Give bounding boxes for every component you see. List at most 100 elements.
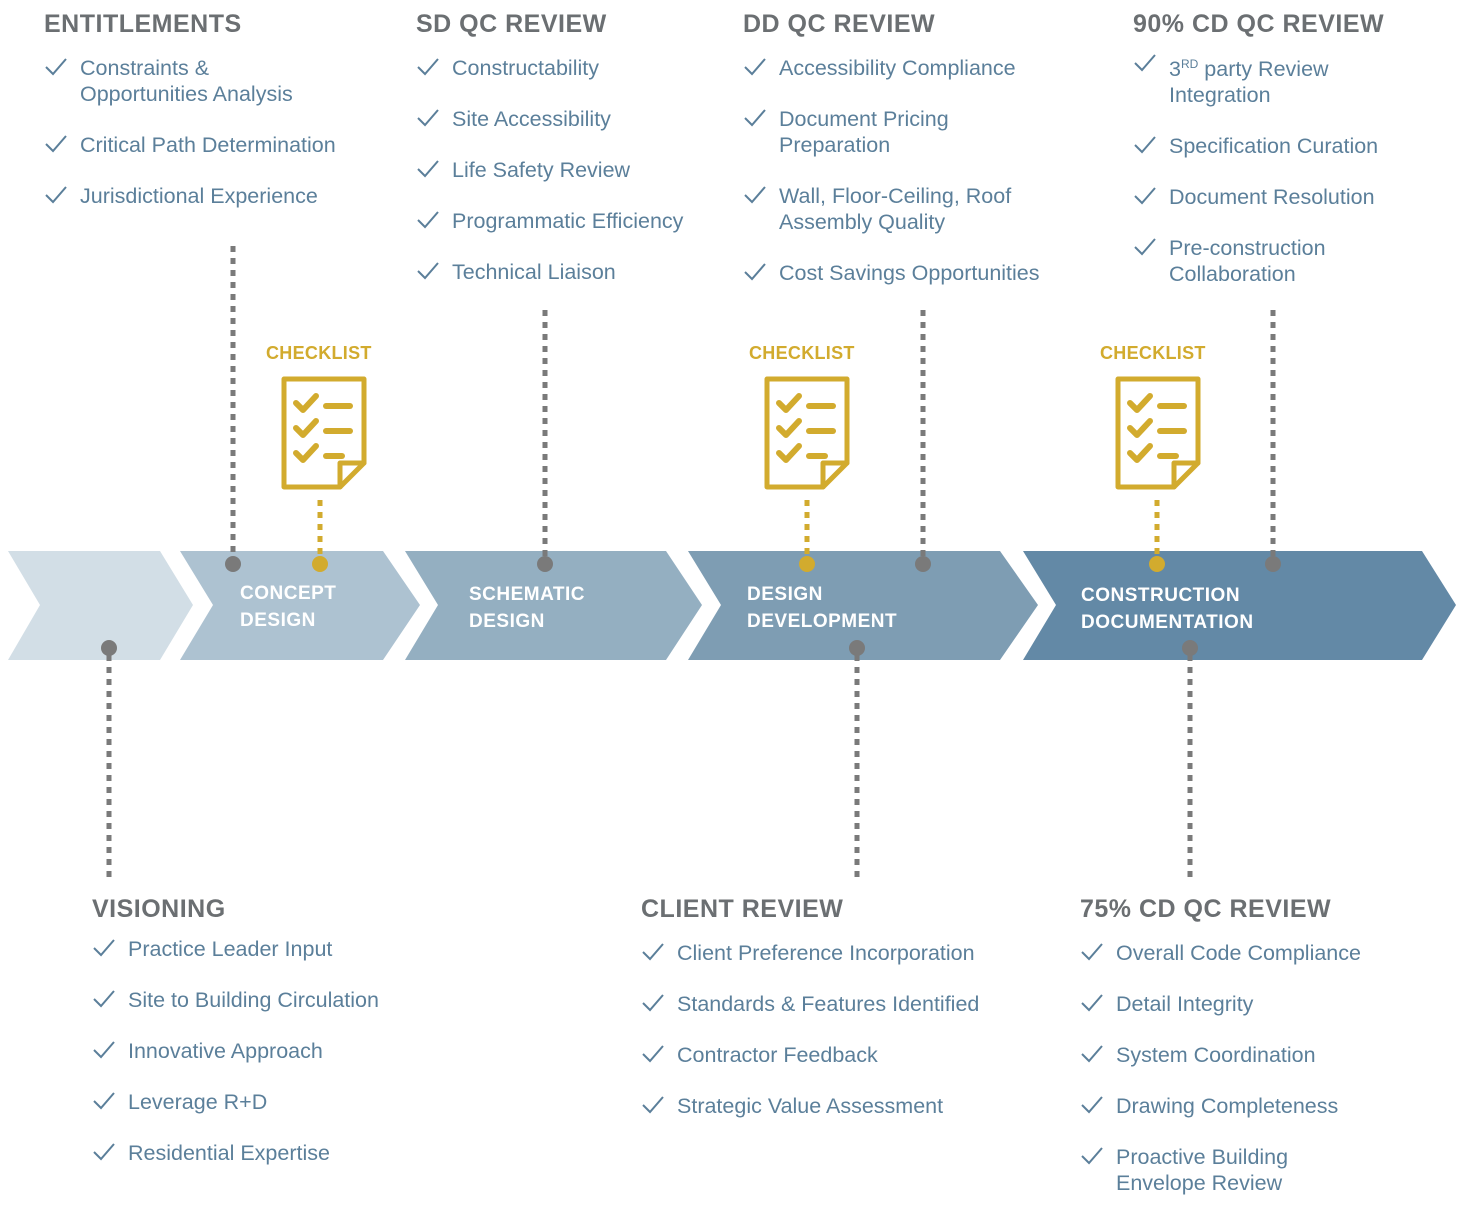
list-item: Site Accessibility (416, 106, 683, 132)
checkmark-icon (93, 990, 115, 1008)
ordinal-number: 3 (1169, 57, 1181, 82)
section-sd-qc-review: SD QC REVIEW Constructability Site Acces… (416, 10, 683, 310)
section-title: VISIONING (92, 895, 226, 923)
section-title: CLIENT REVIEW (641, 895, 844, 923)
list-item: Standards & Features Identified (641, 991, 979, 1017)
section-title: ENTITLEMENTS (44, 10, 242, 38)
stage-design-development-chevron (688, 551, 1038, 660)
process-timeline-diagram (8, 246, 1456, 880)
checkmark-icon (642, 943, 664, 961)
list-item: Site to Building Circulation (92, 987, 379, 1013)
ordinal-suffix: RD (1180, 57, 1199, 71)
checkmark-icon (1081, 994, 1103, 1012)
section-90-cd-qc-review: 90% CD QC REVIEW 3RD party Review Integr… (1133, 10, 1384, 312)
checkmark-icon (45, 186, 67, 204)
checkmark-icon (417, 211, 439, 229)
dot-90-cd-qc-review (1265, 556, 1281, 572)
checkmark-icon (93, 939, 115, 957)
list-item: Contractor Feedback (641, 1042, 979, 1068)
checkmark-icon (93, 1041, 115, 1059)
stage-0-chevron (8, 551, 193, 660)
checkmark-icon (45, 135, 67, 153)
dot-sd-qc-review (537, 556, 553, 572)
list-item: Practice Leader Input (92, 936, 379, 962)
checkmark-icon (417, 109, 439, 127)
checkmark-icon (93, 1143, 115, 1161)
checkmark-icon (1134, 136, 1156, 154)
checkmark-icon (1081, 1096, 1103, 1114)
dot-checklist-3 (1149, 556, 1165, 572)
checkmark-icon (93, 1092, 115, 1110)
stage-label-design-development: DESIGN DEVELOPMENT (747, 584, 898, 632)
stage-construction-documentation-chevron (1023, 551, 1456, 660)
list-item: Wall, Floor-Ceiling, Roof Assembly Quali… (743, 183, 1040, 235)
section-client-review: CLIENT REVIEW Client Preference Incorpor… (641, 895, 979, 1144)
checkmark-icon (1134, 238, 1156, 256)
checkmark-icon (1081, 1147, 1103, 1165)
list-item: Cost Savings Opportunities (743, 260, 1040, 286)
list-item: Programmatic Efficiency (416, 208, 683, 234)
list-item: Overall Code Compliance (1080, 940, 1361, 966)
checkmark-icon (417, 58, 439, 76)
list-item: Residential Expertise (92, 1140, 379, 1166)
checkmark-icon (1134, 187, 1156, 205)
section-visioning: VISIONING Practice Leader Input Site to … (92, 895, 379, 1191)
checkmark-icon (417, 262, 439, 280)
checkmark-icon (45, 58, 67, 76)
list-item: Strategic Value Assessment (641, 1093, 979, 1119)
list-item: Critical Path Determination (44, 132, 336, 158)
checkmark-icon (744, 58, 766, 76)
stage-label-construction-documentation: CONSTRUCTION DOCUMENTATION (1081, 585, 1254, 633)
checklist-document-icon (767, 379, 847, 487)
stage-label-schematic-design: SCHEMATIC DESIGN (469, 584, 586, 632)
section-title: 75% CD QC REVIEW (1080, 895, 1332, 923)
checklist-label: CHECKLIST (749, 343, 855, 363)
section-title: SD QC REVIEW (416, 10, 607, 38)
list-item: Detail Integrity (1080, 991, 1361, 1017)
section-75-cd-qc-review: 75% CD QC REVIEW Overall Code Compliance… (1080, 895, 1361, 1221)
dot-dd-qc-review (915, 556, 931, 572)
list-item: Constraints & Opportunities Analysis (44, 55, 336, 107)
list-item: System Coordination (1080, 1042, 1361, 1068)
stage-label-concept-design: CONCEPT DESIGN (240, 583, 337, 631)
checkmark-icon (642, 1096, 664, 1114)
dot-entitlements (225, 556, 241, 572)
list-item: Accessibility Compliance (743, 55, 1040, 81)
stage-concept-design-chevron (180, 551, 420, 660)
stage-schematic-design-chevron (405, 551, 702, 660)
list-item: Drawing Completeness (1080, 1093, 1361, 1119)
checkmark-icon (744, 109, 766, 127)
list-item: Specification Curation (1133, 133, 1384, 159)
list-item: Jurisdictional Experience (44, 183, 336, 209)
dot-visioning (101, 640, 117, 656)
list-item: Innovative Approach (92, 1038, 379, 1064)
list-item: Life Safety Review (416, 157, 683, 183)
list-item: Leverage R+D (92, 1089, 379, 1115)
dot-client-review (849, 640, 865, 656)
dot-checklist-2 (799, 556, 815, 572)
checkmark-icon (1081, 943, 1103, 961)
checkmark-icon (744, 263, 766, 281)
list-item: Constructability (416, 55, 683, 81)
list-item: 3RD party Review Integration (1133, 51, 1384, 108)
item-text: party Review Integration (1169, 57, 1329, 108)
list-item: Document Resolution (1133, 184, 1384, 210)
checkmark-icon (1134, 54, 1156, 72)
section-title: DD QC REVIEW (743, 10, 936, 38)
checkmark-icon (417, 160, 439, 178)
checklist-document-icon (284, 379, 364, 487)
list-item: Technical Liaison (416, 259, 683, 285)
section-title: 90% CD QC REVIEW (1133, 10, 1385, 38)
section-entitlements: ENTITLEMENTS Constraints & Opportunities… (44, 10, 336, 234)
checkmark-icon (744, 186, 766, 204)
section-dd-qc-review: DD QC REVIEW Accessibility Compliance Do… (743, 10, 1040, 311)
list-item: Client Preference Incorporation (641, 940, 979, 966)
checkmark-icon (642, 994, 664, 1012)
checkmark-icon (1081, 1045, 1103, 1063)
list-item: Proactive Building Envelope Review (1080, 1144, 1361, 1196)
list-item: Pre-construction Collaboration (1133, 235, 1384, 287)
dot-checklist-1 (312, 556, 328, 572)
checkmark-icon (642, 1045, 664, 1063)
checklist-label: CHECKLIST (266, 343, 372, 363)
checklist-label: CHECKLIST (1100, 343, 1206, 363)
